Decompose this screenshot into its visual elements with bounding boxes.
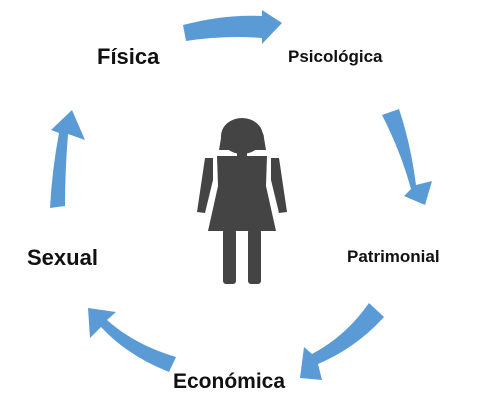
arrow-economica-to-sexual: [88, 308, 176, 372]
arrow-psicologica-to-patrimonial: [382, 109, 432, 205]
arrow-sexual-to-fisica: [50, 110, 85, 208]
label-economica: Económica: [173, 370, 285, 393]
arrow-patrimonial-to-economica: [300, 303, 384, 380]
arrow-fisica-to-psicologica: [183, 10, 282, 44]
label-psicologica: Psicológica: [288, 47, 383, 66]
label-fisica: Física: [97, 44, 160, 69]
label-patrimonial: Patrimonial: [347, 247, 440, 266]
woman-icon: [197, 118, 287, 284]
label-sexual: Sexual: [27, 245, 98, 270]
